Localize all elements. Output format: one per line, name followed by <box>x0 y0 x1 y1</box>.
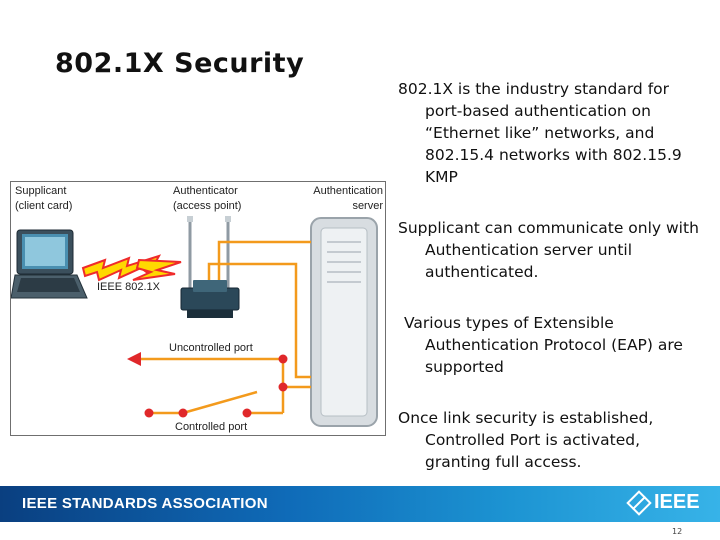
ap-server-links <box>207 240 311 379</box>
authenticator-label-line1: Authenticator <box>173 185 238 197</box>
footer-org-name: IEEE STANDARDS ASSOCIATION <box>22 495 268 512</box>
ieee-diamond-icon <box>626 490 652 516</box>
uncontrolled-port-label: Uncontrolled port <box>169 342 253 354</box>
authentication-server-label-line1: Authentication <box>313 185 383 197</box>
uncontrolled-port-line <box>127 352 288 387</box>
access-point-icon <box>180 216 240 318</box>
laptop-icon <box>11 229 88 299</box>
wireless-protocol-label: IEEE 802.1X <box>97 281 160 293</box>
supplicant-label-line1: Supplicant <box>15 185 67 197</box>
bullet-item: Various types of Extensible Authenticati… <box>404 314 683 376</box>
bullet-item: Supplicant can communicate only with Aut… <box>398 219 699 281</box>
slide-title: 802.1X Security <box>55 48 305 79</box>
bullet-list: 802.1X is the industry standard for port… <box>398 78 710 473</box>
ieee-logo: IEEE <box>626 490 708 517</box>
authenticator-label-line2: (access point) <box>173 200 242 212</box>
authentication-server-label-line2: server <box>352 200 383 212</box>
network-diagram-graphic <box>11 216 378 427</box>
server-icon <box>310 217 378 427</box>
bullet-item: Once link security is established, Contr… <box>398 409 654 471</box>
supplicant-label-line2: (client card) <box>15 200 73 212</box>
wireless-lightning-icon <box>81 254 182 282</box>
footer-bar: IEEE STANDARDS ASSOCIATION <box>0 486 720 522</box>
supplicant-label: Supplicant (client card) <box>15 184 72 214</box>
network-diagram: Supplicant (client card) Authenticator (… <box>10 181 386 436</box>
controlled-port-label: Controlled port <box>175 421 248 433</box>
ieee-logo-text: IEEE <box>654 491 700 513</box>
bullet-item: 802.1X is the industry standard for port… <box>398 80 682 186</box>
page-number: 12 <box>672 527 683 536</box>
authenticator-label: Authenticator (access point) <box>173 184 241 214</box>
controlled-port-line <box>144 382 311 418</box>
authentication-server-label: Authentication server <box>307 184 383 214</box>
